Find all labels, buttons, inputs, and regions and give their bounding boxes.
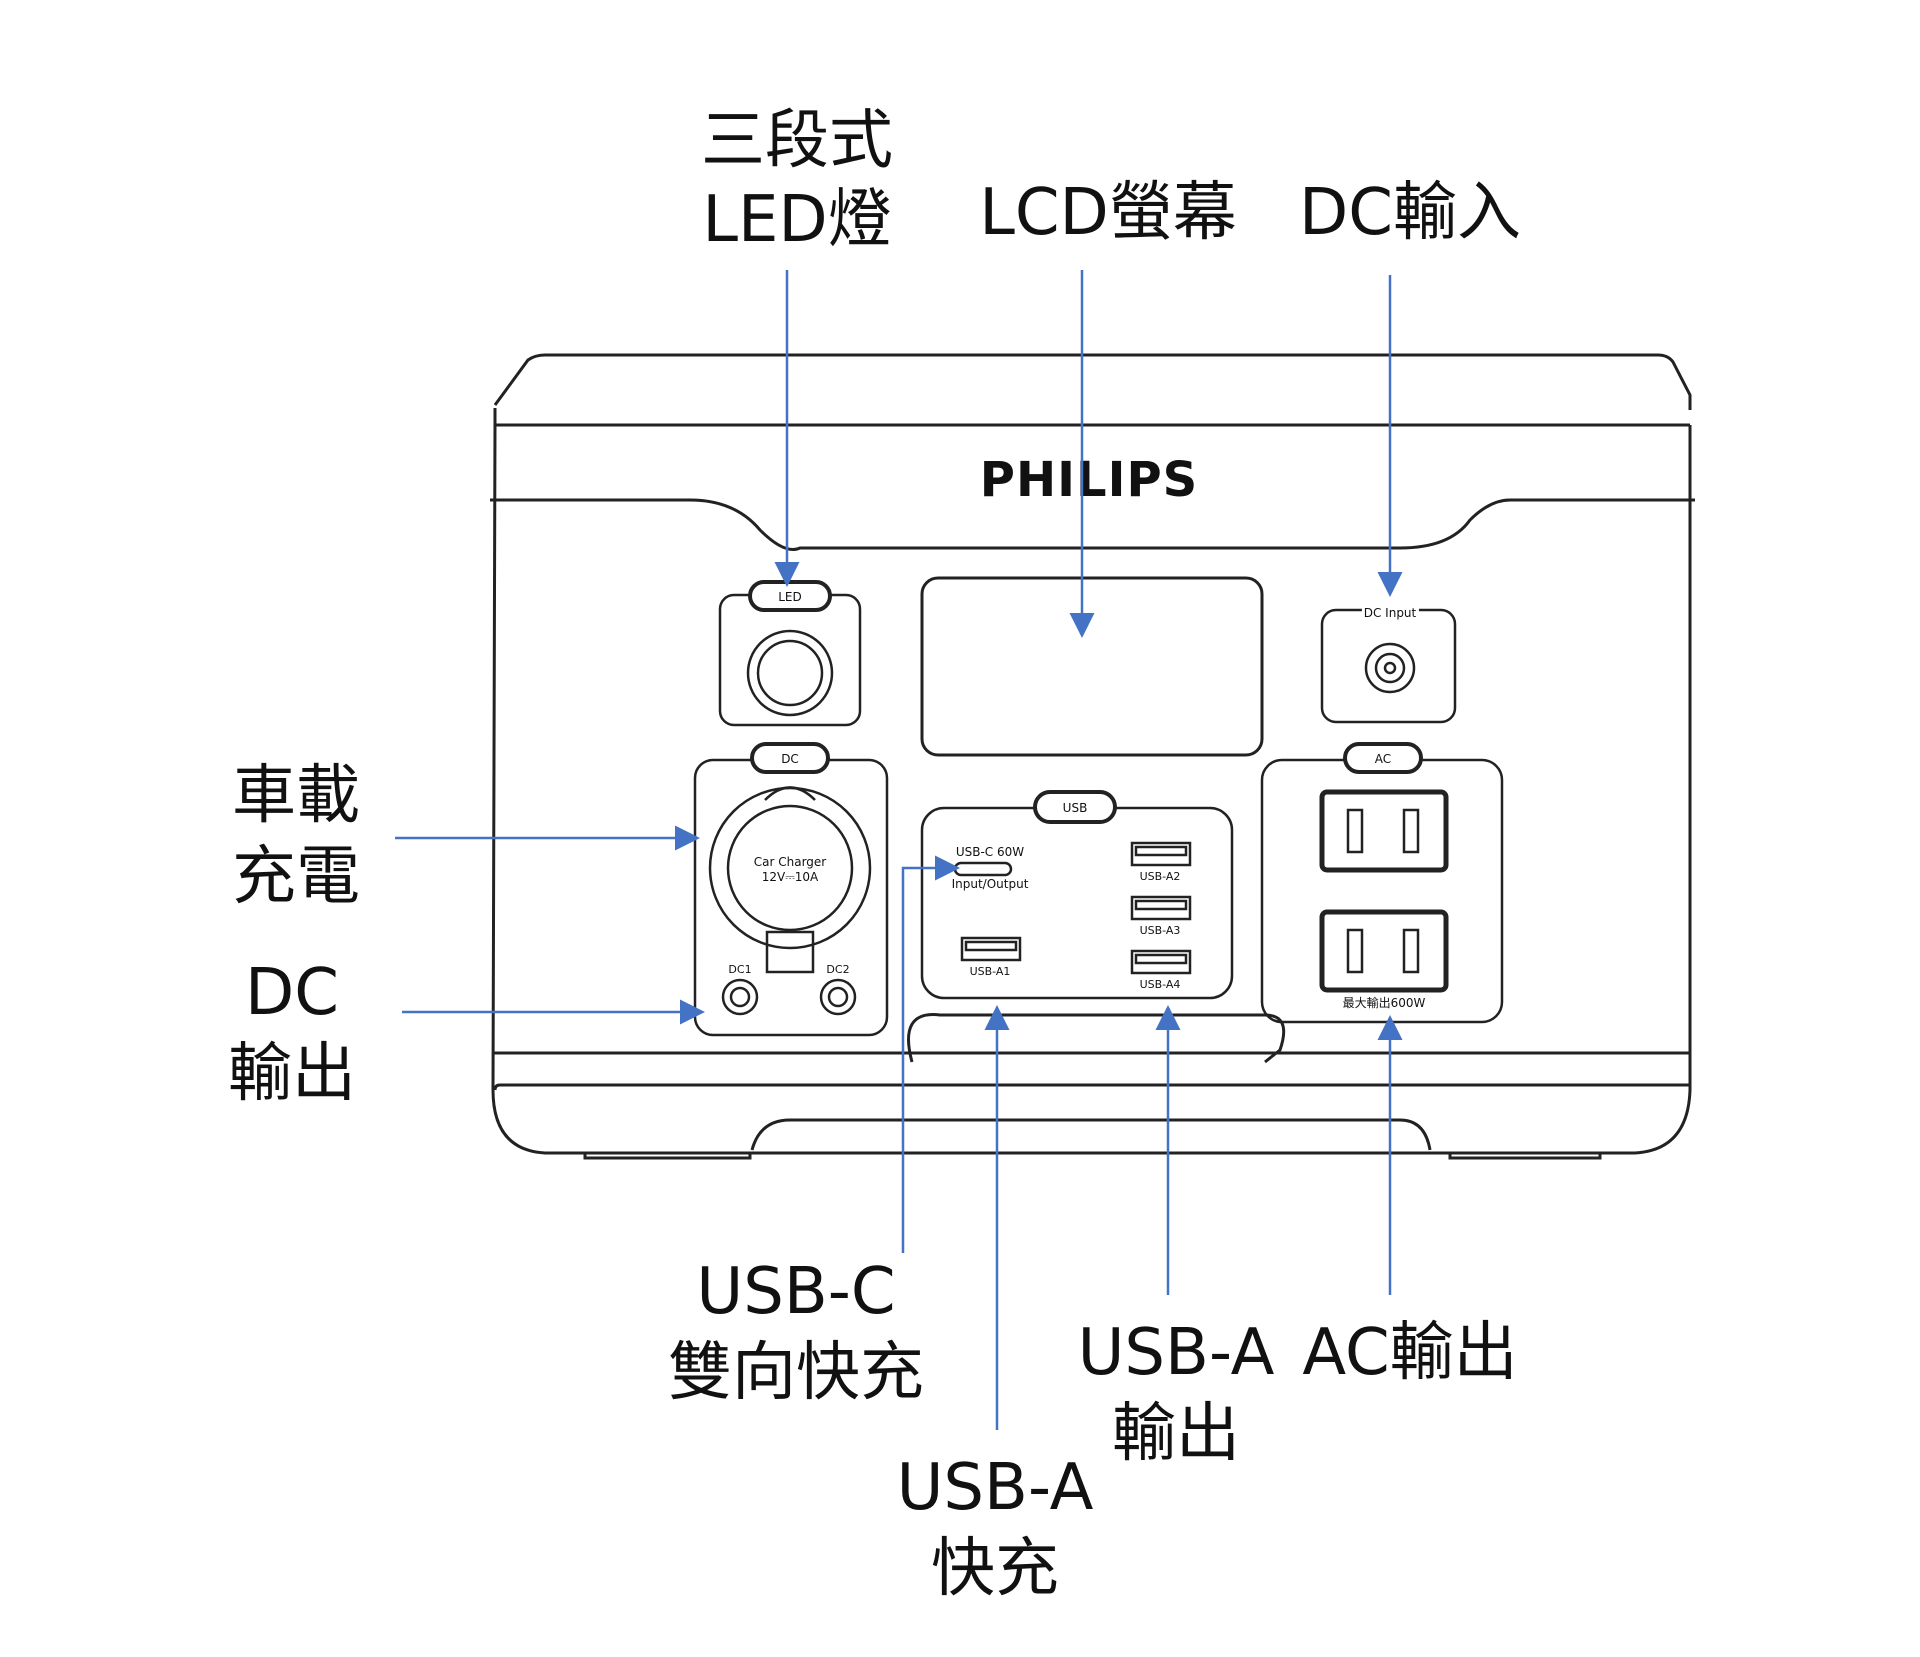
dc-input-port: [1364, 642, 1416, 694]
led-lamp-inner: [756, 639, 824, 707]
callout-usb-a-fast-line2: 快充: [931, 1531, 1059, 1606]
ac-outlet-2-slot-right: [1402, 928, 1420, 974]
usb-a2-port: [1130, 841, 1192, 867]
callout-led-line1: 三段式: [701, 104, 893, 178]
led-lamp: [746, 629, 834, 717]
callout-usb-a-fast-line1: USB-A: [896, 1451, 1094, 1525]
usb-module: [920, 790, 1234, 1000]
callout-dc-input: DC輸入: [1299, 175, 1521, 252]
car-charger-cap-tab: [765, 930, 815, 974]
usb-a1-port: [960, 936, 1022, 962]
dc-input-label: DC Input: [1364, 606, 1417, 620]
usb-button-label: USB: [1063, 801, 1088, 815]
dc-input-housing: [1320, 608, 1457, 724]
base-cutout: [750, 1118, 1432, 1151]
led-module: [718, 580, 862, 727]
callout-dc-input-line1: DC輸入: [1299, 176, 1521, 250]
usb-a2-label: USB-A2: [1140, 870, 1181, 883]
ac-housing: [1260, 758, 1504, 1024]
ac-outlet-2-slot-left: [1346, 928, 1364, 974]
front-panel-curve: [490, 498, 1695, 551]
dc-input-port-pin: [1383, 661, 1397, 675]
dc1-port-inner: [729, 986, 751, 1008]
dc-input-module: [1320, 608, 1457, 724]
callout-dc-output: DC 輸出: [228, 955, 356, 1113]
dc-input-port-ring: [1374, 652, 1406, 684]
ac-outlet-1-slot-right: [1402, 808, 1420, 854]
dc1-label: DC1: [728, 963, 751, 976]
usb-c-label: USB-C 60W: [956, 845, 1024, 859]
ac-max-label: 最大輸出600W: [1343, 995, 1426, 1010]
callout-car-charging-line1: 車載: [232, 759, 360, 833]
callout-ac-output: AC輸出: [1302, 1315, 1517, 1392]
usb-a4-port: [1130, 949, 1192, 975]
dc2-port-inner: [827, 986, 849, 1008]
ac-outlet-1-slot-left: [1346, 808, 1364, 854]
callout-usb-c: USB-C 雙向快充: [668, 1254, 924, 1412]
callout-arrows: [395, 270, 1403, 1430]
ac-module: [1260, 742, 1504, 1024]
callout-dc-output-line1: DC: [245, 956, 339, 1030]
device-lid-edge: [493, 408, 1690, 427]
usb-c-port: [953, 861, 1013, 877]
ac-outlet-1: [1319, 789, 1449, 873]
dc1-port: [721, 978, 759, 1016]
foot-left: [583, 1153, 752, 1160]
callout-ac-output-line1: AC輸出: [1302, 1316, 1518, 1390]
callout-dc-output-line2: 輸出: [228, 1036, 356, 1111]
usb-a3-port-inner: [1134, 899, 1188, 911]
ac-button: [1343, 742, 1423, 774]
usb-a1-port-inner: [964, 940, 1018, 952]
handle: [907, 1013, 1286, 1064]
callout-usb-a-output: USB-A 輸出: [1078, 1315, 1275, 1473]
dc-button-label: DC: [781, 752, 799, 766]
callout-car-charging-line2: 充電: [232, 839, 360, 914]
usb-a3-label: USB-A3: [1140, 924, 1181, 937]
callout-lcd-line1: LCD螢幕: [979, 176, 1237, 250]
callout-usb-a-output-line1: USB-A: [1077, 1316, 1275, 1390]
car-charger-cap-top: [764, 786, 816, 801]
callout-usb-c-line2: 雙向快充: [668, 1335, 924, 1410]
usb-a3-port: [1130, 895, 1192, 921]
car-charger-label-2: 12V⎓10A: [762, 870, 819, 884]
car-charger-label-1: Car Charger: [754, 855, 827, 869]
ac-button-label: AC: [1375, 752, 1391, 766]
ac-outlet-2: [1319, 909, 1449, 993]
usb-c-sub-label: Input/Output: [952, 877, 1029, 891]
callout-usb-a-output-line2: 輸出: [1112, 1396, 1240, 1471]
device-body: [490, 353, 1695, 1160]
callout-led-line2: LED燈: [702, 182, 892, 257]
usb-a4-port-inner: [1134, 953, 1188, 965]
dc-module: [693, 742, 889, 1037]
callout-led: 三段式 LED燈: [701, 103, 893, 259]
callout-usb-c-line1: USB-C: [696, 1255, 896, 1329]
foot-right: [1448, 1153, 1602, 1160]
car-charger-socket: [726, 804, 854, 932]
callout-usb-a-fast: USB-A 快充: [897, 1450, 1094, 1608]
callout-car-charging: 車載 充電: [232, 758, 360, 916]
usb-button: [1033, 790, 1117, 824]
dc2-port: [819, 978, 857, 1016]
dc-button: [750, 742, 830, 774]
lower-band-bottom: [493, 1083, 1690, 1091]
arrow-usb-c: [901, 855, 960, 1253]
usb-a2-port-inner: [1134, 845, 1188, 857]
usb-a1-label: USB-A1: [970, 965, 1011, 978]
dc2-label: DC2: [826, 963, 849, 976]
usb-a4-label: USB-A4: [1140, 978, 1181, 991]
callout-lcd: LCD螢幕: [979, 175, 1237, 252]
device-outline: [491, 424, 1692, 1155]
led-button-label: LED: [778, 590, 802, 604]
device-lid: [493, 353, 1692, 410]
brand-logo: PHILIPS: [980, 452, 1198, 508]
lcd-screen: [920, 576, 1264, 757]
